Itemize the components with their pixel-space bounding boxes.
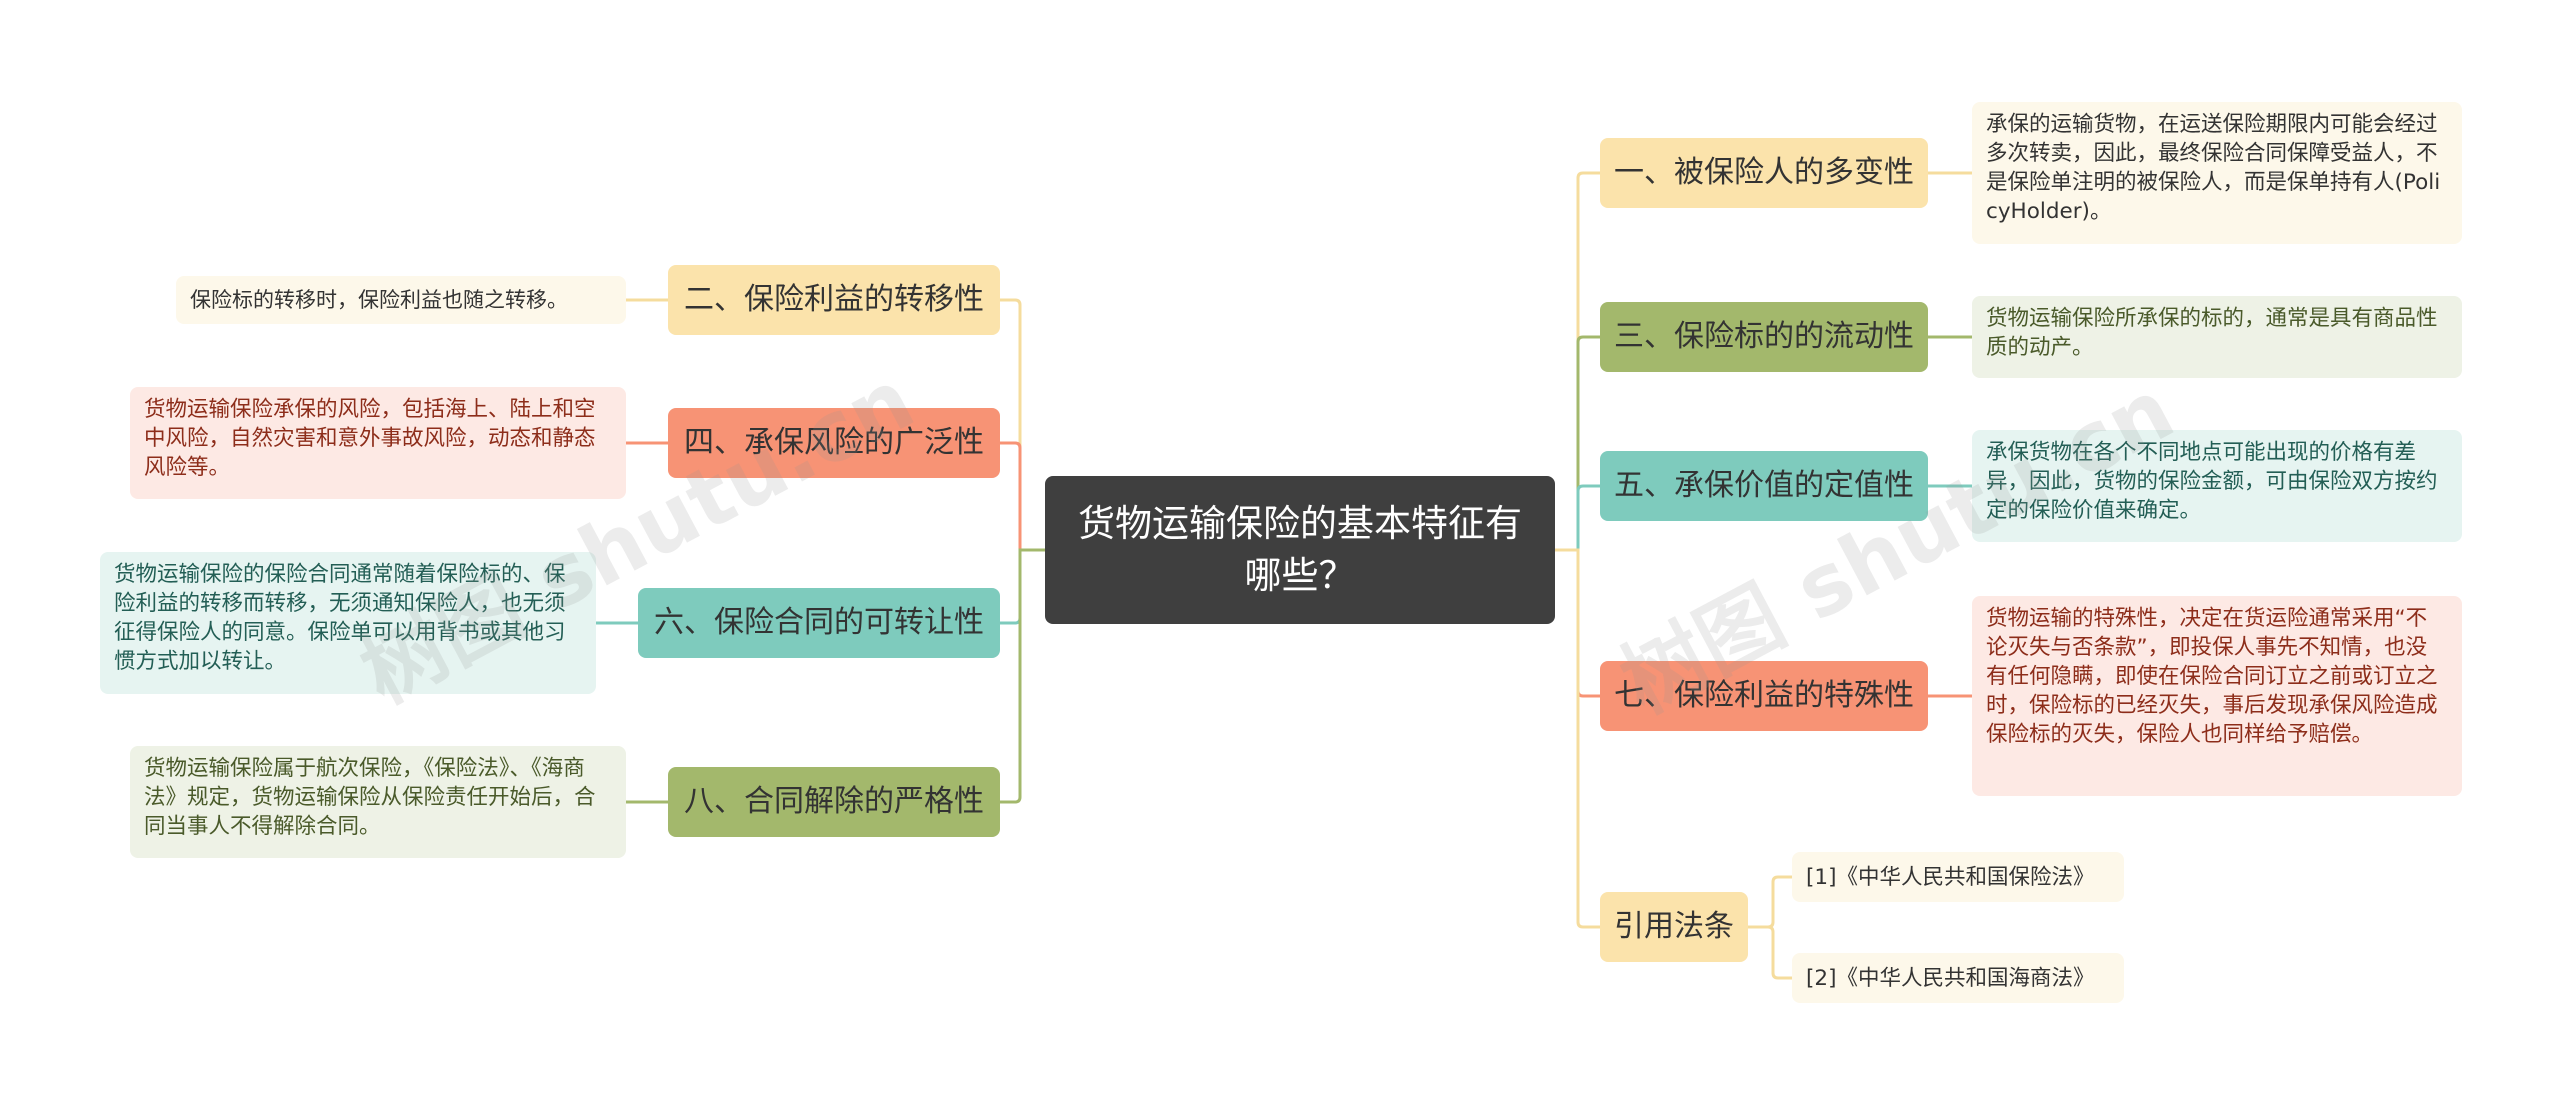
cite-text: [1]《中华人民共和国保险法》 — [1806, 864, 2095, 890]
branch-special-interest[interactable]: 七、保险利益的特殊性 — [1600, 661, 1928, 731]
leaf-variable-insured[interactable]: 承保的运输货物，在运送保险期限内可能会经过多次转卖，因此，最终保险合同保障受益人… — [1972, 102, 2462, 244]
link-root-b1 — [1555, 171, 1600, 552]
link-root-b6 — [1000, 548, 1045, 625]
leaf-text: 货物运输的特殊性，决定在货运险通常采用“不论灭失与否条款”，即投保人事先不知情，… — [1986, 606, 2438, 747]
link-root-b2 — [1000, 298, 1045, 552]
leaf-transferable-contract[interactable]: 货物运输保险的保险合同通常随着保险标的、保险利益的转移而转移，无须通知保险人，也… — [100, 552, 596, 694]
cite-text: [2]《中华人民共和国海商法》 — [1806, 965, 2095, 991]
branch-variable-insured[interactable]: 一、被保险人的多变性 — [1600, 138, 1928, 208]
leaf-text: 承保的运输货物，在运送保险期限内可能会经过多次转卖，因此，最终保险合同保障受益人… — [1986, 112, 2441, 224]
branch-transfer-of-interest[interactable]: 二、保险利益的转移性 — [668, 265, 1000, 335]
leaf-cite-insurance-law[interactable]: [1]《中华人民共和国保险法》 — [1792, 852, 2124, 902]
leaf-transfer-of-interest[interactable]: 保险标的转移时，保险利益也随之转移。 — [176, 276, 626, 324]
root-title: 货物运输保险的基本特征有哪些？ — [1078, 502, 1522, 597]
branch-label: 三、保险标的的流动性 — [1614, 319, 1914, 354]
link-root-b4 — [1000, 441, 1045, 552]
link-root-b5 — [1555, 484, 1600, 552]
branch-label: 四、承保风险的广泛性 — [684, 425, 984, 460]
leaf-text: 货物运输保险属于航次保险，《保险法》、《海商法》规定，货物运输保险从保险责任开始… — [144, 756, 596, 839]
root-topic[interactable]: 货物运输保险的基本特征有哪些？ — [1045, 476, 1555, 624]
link-cite-1 — [1748, 875, 1792, 929]
leaf-strict-termination[interactable]: 货物运输保险属于航次保险，《保险法》、《海商法》规定，货物运输保险从保险责任开始… — [130, 746, 626, 858]
link-cite-2 — [1748, 925, 1792, 980]
branch-label: 八、合同解除的严格性 — [684, 784, 984, 819]
leaf-text: 货物运输保险所承保的标的，通常是具有商品性质的动产。 — [1986, 306, 2438, 360]
branch-mobile-subject[interactable]: 三、保险标的的流动性 — [1600, 302, 1928, 372]
branch-broad-risk[interactable]: 四、承保风险的广泛性 — [668, 408, 1000, 478]
branch-label: 五、承保价值的定值性 — [1614, 468, 1914, 503]
branch-strict-termination[interactable]: 八、合同解除的严格性 — [668, 767, 1000, 837]
leaf-text: 货物运输保险承保的风险，包括海上、陆上和空中风险，自然灾害和意外事故风险，动态和… — [144, 397, 596, 480]
branch-label: 一、被保险人的多变性 — [1614, 155, 1914, 190]
link-root-b8 — [1000, 548, 1045, 804]
branch-transferable-contract[interactable]: 六、保险合同的可转让性 — [638, 588, 1000, 658]
branch-cited-laws[interactable]: 引用法条 — [1600, 892, 1748, 962]
leaf-special-interest[interactable]: 货物运输的特殊性，决定在货运险通常采用“不论灭失与否条款”，即投保人事先不知情，… — [1972, 596, 2462, 796]
leaf-text: 承保货物在各个不同地点可能出现的价格有差异，因此，货物的保险金额，可由保险双方按… — [1986, 440, 2438, 523]
leaf-mobile-subject[interactable]: 货物运输保险所承保的标的，通常是具有商品性质的动产。 — [1972, 296, 2462, 378]
link-root-b3 — [1555, 335, 1600, 552]
leaf-cite-maritime-law[interactable]: [2]《中华人民共和国海商法》 — [1792, 953, 2124, 1003]
branch-label: 引用法条 — [1614, 909, 1734, 944]
link-root-cite — [1555, 548, 1600, 929]
branch-label: 六、保险合同的可转让性 — [654, 605, 984, 640]
leaf-text: 保险标的转移时，保险利益也随之转移。 — [190, 287, 568, 312]
branch-label: 七、保险利益的特殊性 — [1614, 678, 1914, 713]
leaf-broad-risk[interactable]: 货物运输保险承保的风险，包括海上、陆上和空中风险，自然灾害和意外事故风险，动态和… — [130, 387, 626, 499]
branch-label: 二、保险利益的转移性 — [684, 282, 984, 317]
leaf-valued-policy[interactable]: 承保货物在各个不同地点可能出现的价格有差异，因此，货物的保险金额，可由保险双方按… — [1972, 430, 2462, 542]
branch-valued-policy[interactable]: 五、承保价值的定值性 — [1600, 451, 1928, 521]
leaf-text: 货物运输保险的保险合同通常随着保险标的、保险利益的转移而转移，无须通知保险人，也… — [114, 562, 566, 674]
